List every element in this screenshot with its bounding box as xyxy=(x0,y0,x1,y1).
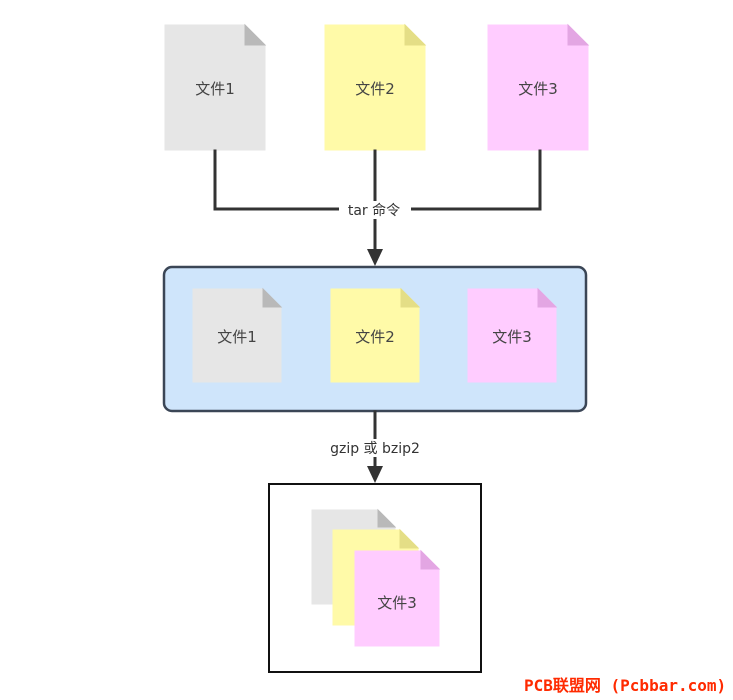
file-1-folded-corner xyxy=(244,23,267,46)
file-1-page-shape xyxy=(164,24,266,151)
input-file-1: 文件1 xyxy=(164,23,267,151)
tar-archive-box: 文件1 文件2 文件3 xyxy=(162,265,588,413)
archive-file-3-label: 文件3 xyxy=(492,328,532,346)
tar-merge-connector: tar 命令 xyxy=(213,149,542,266)
stacked-file-back-folded-corner xyxy=(377,508,397,528)
compression-label-background xyxy=(318,439,432,457)
input-file-2: 文件2 xyxy=(324,23,427,151)
archive-file-1-page-shape xyxy=(192,288,282,383)
stacked-file-middle-folded-corner xyxy=(399,528,420,549)
stacked-file-front-page-shape xyxy=(354,550,440,647)
input-files-row: 文件1 文件2 文件3 xyxy=(164,23,590,151)
stacked-file-front: 文件3 xyxy=(354,549,441,647)
compression-connector: gzip 或 bzip2 xyxy=(318,410,432,483)
stacked-file-front-label: 文件3 xyxy=(377,594,417,612)
compression-arrow-head xyxy=(367,466,383,483)
file-2-label: 文件2 xyxy=(355,80,395,98)
archive-file-1: 文件1 xyxy=(192,287,283,383)
compression-command-label: gzip 或 bzip2 xyxy=(330,441,420,457)
archive-file-1-label: 文件1 xyxy=(217,328,257,346)
archive-file-2-folded-corner xyxy=(400,287,421,308)
archive-file-3-folded-corner xyxy=(537,287,558,308)
tar-command-label: tar 命令 xyxy=(348,202,400,219)
tar-label-background xyxy=(339,201,411,219)
archive-file-2-label: 文件2 xyxy=(355,328,395,346)
archive-file-2: 文件2 xyxy=(330,287,421,383)
file-3-label: 文件3 xyxy=(518,80,558,98)
file-2-folded-corner xyxy=(404,23,427,46)
archive-file-3-page-shape xyxy=(467,288,557,383)
archive-file-1-folded-corner xyxy=(262,287,283,308)
site-watermark: PCB联盟网 (Pcbbar.com) xyxy=(524,676,727,695)
tar-arrow-head xyxy=(367,249,383,266)
archive-file-2-page-shape xyxy=(330,288,420,383)
compressed-archive-box: 文件3 xyxy=(268,483,482,673)
file-3-folded-corner xyxy=(567,23,590,46)
file-3-page-shape xyxy=(487,24,589,151)
file-2-page-shape xyxy=(324,24,426,151)
stacked-file-front-folded-corner xyxy=(420,549,441,570)
file-1-label: 文件1 xyxy=(195,80,235,98)
archive-file-3: 文件3 xyxy=(467,287,558,383)
input-file-3: 文件3 xyxy=(487,23,590,151)
